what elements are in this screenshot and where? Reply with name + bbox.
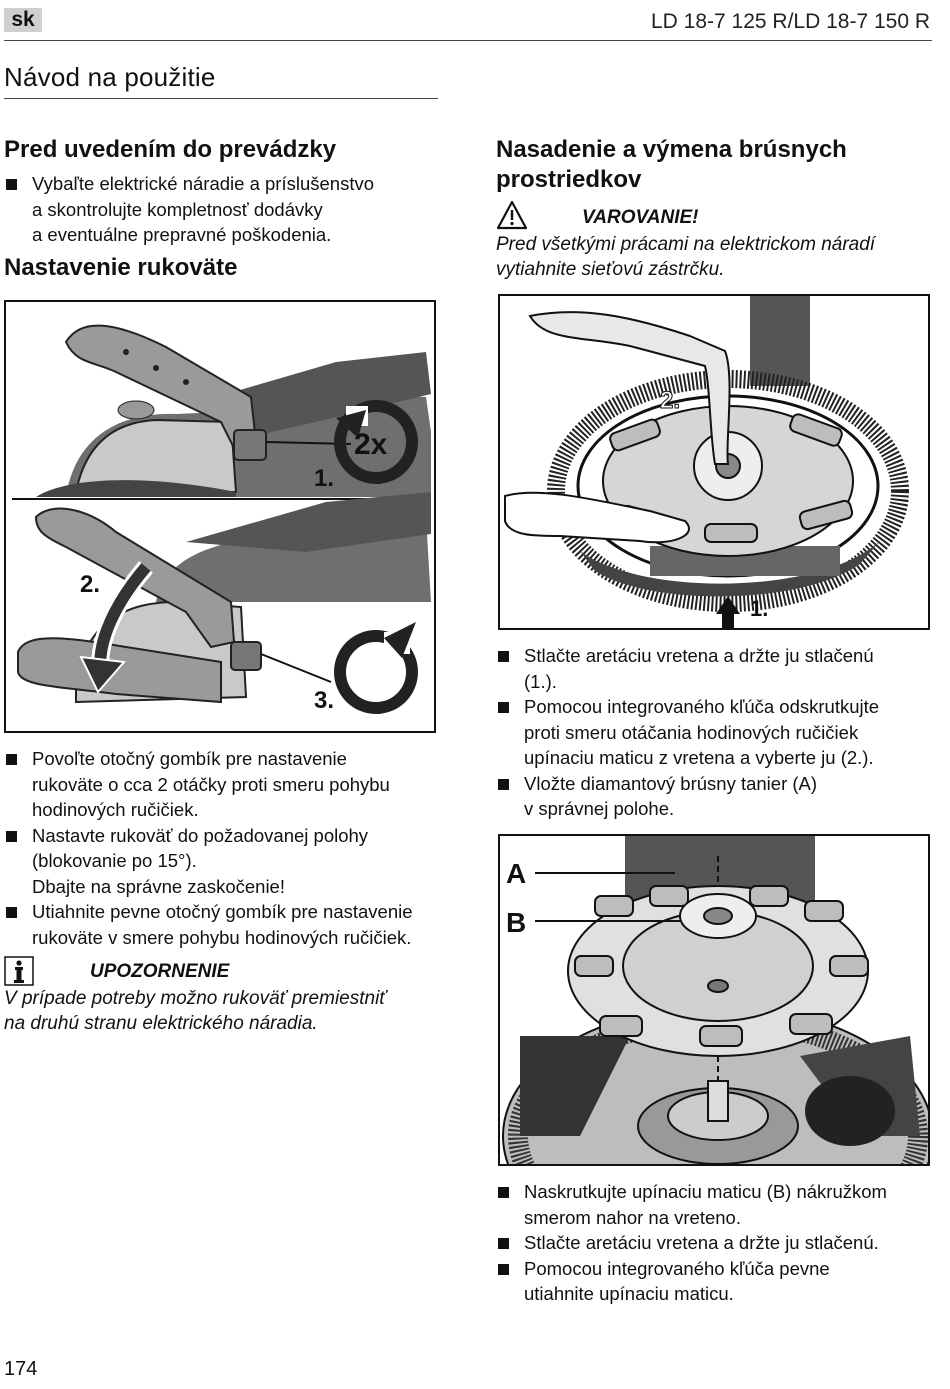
bullet-square-icon — [498, 702, 509, 713]
step-2-label: 2. — [80, 571, 100, 598]
bullet-square-icon — [6, 907, 17, 918]
header-rule — [4, 40, 932, 41]
label-b: B — [506, 907, 526, 938]
bullet-line: a skontrolujte kompletnosť dodávky — [32, 198, 323, 220]
list-item: Stlačte aretáciu vretena a držte ju stla… — [496, 1230, 936, 1256]
bullet-line: Naskrutkujte upínaciu maticu (B) nákružk… — [524, 1181, 887, 1202]
bullet-line: upínaciu maticu z vretena a vyberte ju (… — [524, 747, 874, 768]
bullet-square-icon — [498, 651, 509, 662]
bullet-line: Povoľte otočný gombík pre nastavenie — [32, 748, 347, 769]
figure-handle-adjustment: 2x 1. 2. 3. — [4, 300, 436, 733]
bullet-line: a eventuálne prepravné poškodenia. — [32, 224, 332, 245]
bullet-square-icon — [6, 179, 17, 190]
bullet-line: Dbajte na správne zaskočenie! — [32, 875, 285, 897]
list-item: Pomocou integrovaného kľúča pevne utiahn… — [496, 1256, 936, 1307]
bullet-line: Utiahnite pevne otočný gombík pre nastav… — [32, 901, 413, 922]
list-item: Vybaľte elektrické náradie a príslušenst… — [4, 171, 434, 248]
bullet-line: Vložte diamantový brúsny tanier (A) — [524, 772, 818, 794]
bullet-line: Pomocou integrovaného kľúča pevne — [524, 1257, 830, 1279]
title-line: Nasadenie a výmena brúsnych — [496, 136, 847, 163]
step-1-label: 1. — [314, 465, 334, 492]
figure-nut-removal: 2. 1. — [498, 294, 930, 630]
section-title-mounting: Nasadenie a výmena brúsnych prostriedkov — [496, 135, 847, 195]
bullet-square-icon — [498, 1187, 509, 1198]
list-item: Vložte diamantový brúsny tanier (A) v sp… — [496, 771, 936, 822]
list-item: Utiahnite pevne otočný gombík pre nastav… — [4, 899, 444, 950]
notice-line: na druhú stranu elektrického náradia. — [4, 1013, 318, 1034]
warning-text: Pred všetkými prácami na elektrickom nár… — [496, 232, 936, 282]
warning-triangle-icon — [496, 200, 528, 230]
list-item: Stlačte aretáciu vretena a držte ju stla… — [496, 643, 936, 694]
page-title: Návod na použitie — [4, 62, 216, 92]
bullet-line: Pomocou integrovaného kľúča odskrutkujte — [524, 696, 880, 717]
bullet-line: Stlačte aretáciu vretena a držte ju stla… — [524, 1232, 879, 1253]
warning-title: VAROVANIE! — [582, 207, 699, 228]
model-title: LD 18-7 125 R/LD 18-7 150 R — [651, 10, 930, 33]
grinder-illustration: 2x 1. 2. 3. — [12, 324, 431, 714]
bullet-line: (1.). — [524, 670, 557, 692]
bullet-square-icon — [498, 778, 509, 790]
rotate-twice-icon — [334, 400, 418, 484]
list-item: Nastavte rukoväť do požadovanej polohy (… — [4, 823, 444, 900]
step-1-label: 1. — [750, 596, 768, 621]
bullet-line: utiahnite upínaciu maticu. — [524, 1283, 734, 1304]
bullet-square-icon — [498, 1238, 509, 1249]
wheel-removal-illustration: 2. 1. — [504, 296, 909, 628]
bullet-line: Stlačte aretáciu vretena a držte ju stla… — [524, 645, 874, 666]
bullet-square-icon — [498, 1263, 509, 1275]
warning-line: vytiahnite sieťovú zástrčku. — [496, 259, 725, 280]
bullet-line: Vybaľte elektrické náradie a príslušenst… — [32, 173, 374, 194]
notice-title: UPOZORNENIE — [90, 961, 230, 982]
info-icon — [4, 956, 34, 986]
bullet-line: v správnej polohe. — [524, 798, 675, 819]
bullet-line: (blokovanie po 15°). — [32, 850, 197, 871]
bullet-list-removal: Stlačte aretáciu vretena a držte ju stla… — [496, 643, 936, 822]
section-title-handle-adjust: Nastavenie rukoväte — [4, 254, 238, 281]
title-line: prostriedkov — [496, 166, 642, 193]
page-number: 174 — [4, 1358, 38, 1380]
title-rule — [4, 98, 438, 99]
bullet-square-icon — [6, 830, 17, 842]
section-title-before-use: Pred uvedením do prevádzky — [4, 136, 337, 163]
figure-wheel-insertion: A B — [498, 834, 930, 1166]
bullet-line: rukoväte o cca 2 otáčky proti smeru pohy… — [32, 773, 390, 795]
rotate-clockwise-icon — [334, 622, 418, 714]
bullet-list-before-use: Vybaľte elektrické náradie a príslušenst… — [4, 171, 434, 248]
bullet-square-icon — [6, 754, 17, 765]
bullet-line: rukoväte v smere pohybu hodinových ručič… — [32, 926, 412, 948]
list-item: Povoľte otočný gombík pre nastavenie ruk… — [4, 746, 444, 823]
bullet-list-mounting: Naskrutkujte upínaciu maticu (B) nákružk… — [496, 1179, 936, 1307]
notice-text: V prípade potreby možno rukoväť premiest… — [4, 986, 444, 1036]
step-3-label: 3. — [314, 687, 334, 714]
bullet-line: smerom nahor na vreteno. — [524, 1206, 741, 1228]
lower-panel — [17, 492, 431, 704]
warning-line: Pred všetkými prácami na elektrickom nár… — [496, 234, 876, 255]
wheel-insertion-illustration: A B — [502, 836, 928, 1164]
step-2-label: 2. — [660, 387, 680, 414]
list-item: Naskrutkujte upínaciu maticu (B) nákružk… — [496, 1179, 936, 1230]
language-tag: sk — [4, 8, 42, 32]
turns-label: 2x — [354, 428, 388, 461]
bullet-line: proti smeru otáčania hodinových ručičiek — [524, 721, 859, 743]
bullet-line: hodinových ručičiek. — [32, 799, 199, 820]
label-a: A — [506, 858, 526, 889]
bullet-list-handle: Povoľte otočný gombík pre nastavenie ruk… — [4, 746, 444, 950]
list-item: Pomocou integrovaného kľúča odskrutkujte… — [496, 694, 936, 771]
bullet-line: Nastavte rukoväť do požadovanej polohy — [32, 824, 369, 846]
notice-line: V prípade potreby možno rukoväť premiest… — [4, 988, 387, 1009]
